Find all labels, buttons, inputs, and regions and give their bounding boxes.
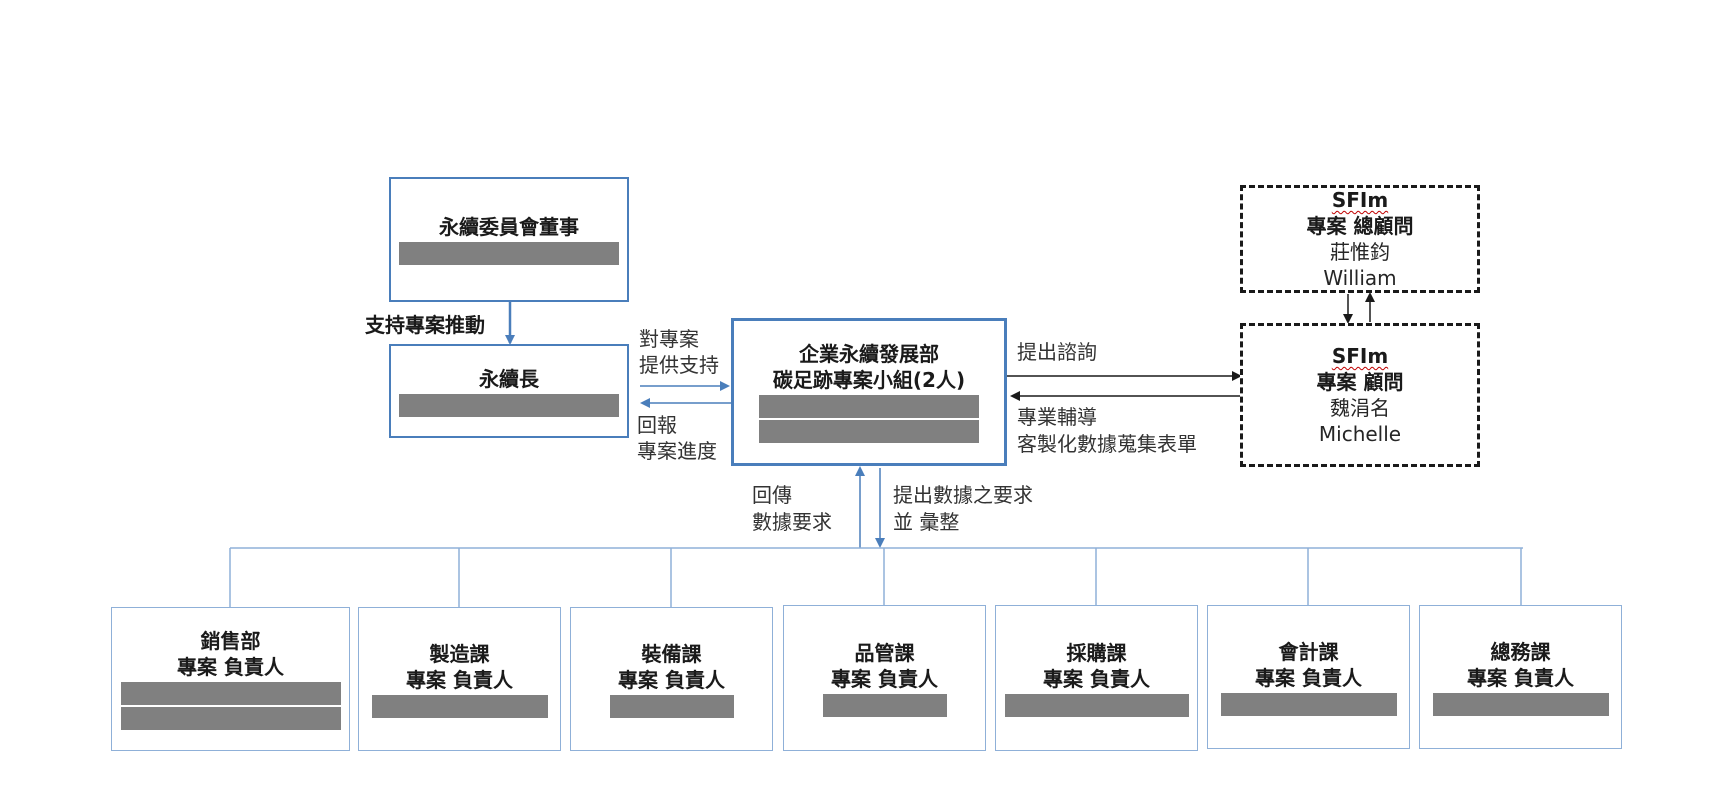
redacted-name [399, 242, 619, 265]
department-role: 專案 負責人 [618, 667, 725, 692]
department-box-procurement: 採購課 專案 負責人 [995, 605, 1198, 751]
consultant-org: SFIm [1331, 344, 1389, 368]
department-box-accounting: 會計課 專案 負責人 [1207, 605, 1410, 749]
consultant-lead-org: SFIm [1331, 188, 1389, 212]
redacted-name [120, 682, 341, 705]
consultant-lead-box: SFIm 專案 總顧問 莊惟鈞 William [1240, 185, 1480, 293]
consultant-name-en: Michelle [1318, 422, 1402, 446]
support-label-line1: 對專案 [639, 327, 699, 351]
center-unit-line1: 企業永續發展部 [799, 342, 939, 366]
department-box-equipment: 裝備課 專案 負責人 [570, 607, 773, 751]
redacted-name [822, 693, 947, 717]
department-name: 品管課 [854, 640, 915, 665]
redacted-name [371, 694, 548, 718]
consultant-name-zh: 魏涓名 [1330, 396, 1390, 420]
consultant-lead-name-en: William [1323, 266, 1397, 290]
redacted-name [1004, 693, 1189, 717]
cso-box: 永續長 [389, 344, 629, 438]
consult-label: 提出諮詢 [1017, 340, 1097, 364]
redacted-member-1 [759, 395, 979, 418]
consultant-box: SFIm 專案 顧問 魏涓名 Michelle [1240, 323, 1480, 467]
department-role: 專案 負責人 [1043, 666, 1150, 691]
report-label-line2: 專案進度 [637, 439, 717, 463]
board-director-box: 永續委員會董事 [389, 177, 629, 302]
guidance-label-line1: 專業輔導 [1017, 405, 1097, 429]
redacted-name [399, 393, 619, 417]
redacted-member-2 [759, 420, 979, 443]
department-role: 專案 負責人 [1255, 665, 1362, 690]
department-name: 總務課 [1490, 639, 1551, 664]
center-unit-box: 企業永續發展部 碳足跡專案小組(2人) [731, 318, 1007, 466]
board-director-title: 永續委員會董事 [439, 215, 579, 239]
center-unit-line2: 碳足跡專案小組(2人) [772, 368, 966, 392]
redacted-name [609, 694, 734, 718]
consultant-role: 專案 顧問 [1316, 370, 1404, 394]
redacted-name [1220, 692, 1397, 716]
report-label-line1: 回報 [637, 413, 677, 437]
department-box-general-affairs: 總務課 專案 負責人 [1419, 605, 1622, 749]
support-label-line2: 提供支持 [639, 353, 719, 377]
redacted-name [120, 707, 341, 730]
department-role: 專案 負責人 [177, 655, 284, 679]
department-box-manufacturing: 製造課 專案 負責人 [358, 607, 561, 751]
request-data-label-line1: 提出數據之要求 [893, 483, 1033, 507]
support-label: 支持專案推動 [365, 313, 485, 337]
guidance-label-line2: 客製化數據蒐集表單 [1017, 432, 1197, 456]
department-name: 會計課 [1278, 639, 1339, 664]
request-data-label-line2: 並 彙整 [893, 510, 960, 534]
department-name: 製造課 [429, 641, 490, 666]
department-role: 專案 負責人 [406, 667, 513, 692]
department-box-quality: 品管課 專案 負責人 [783, 605, 986, 751]
redacted-name [1432, 692, 1609, 716]
department-name: 採購課 [1066, 640, 1127, 665]
cso-title: 永續長 [479, 366, 539, 391]
consultant-lead-role: 專案 總顧問 [1306, 214, 1414, 238]
department-name: 裝備課 [641, 641, 702, 666]
return-data-label-line1: 回傳 [752, 483, 792, 507]
return-data-label-line2: 數據要求 [752, 510, 832, 534]
consultant-lead-name-zh: 莊惟鈞 [1330, 240, 1390, 264]
department-role: 專案 負責人 [1467, 665, 1574, 690]
department-name: 銷售部 [200, 629, 261, 653]
department-box-sales: 銷售部 專案 負責人 [111, 607, 350, 751]
department-role: 專案 負責人 [831, 666, 938, 691]
